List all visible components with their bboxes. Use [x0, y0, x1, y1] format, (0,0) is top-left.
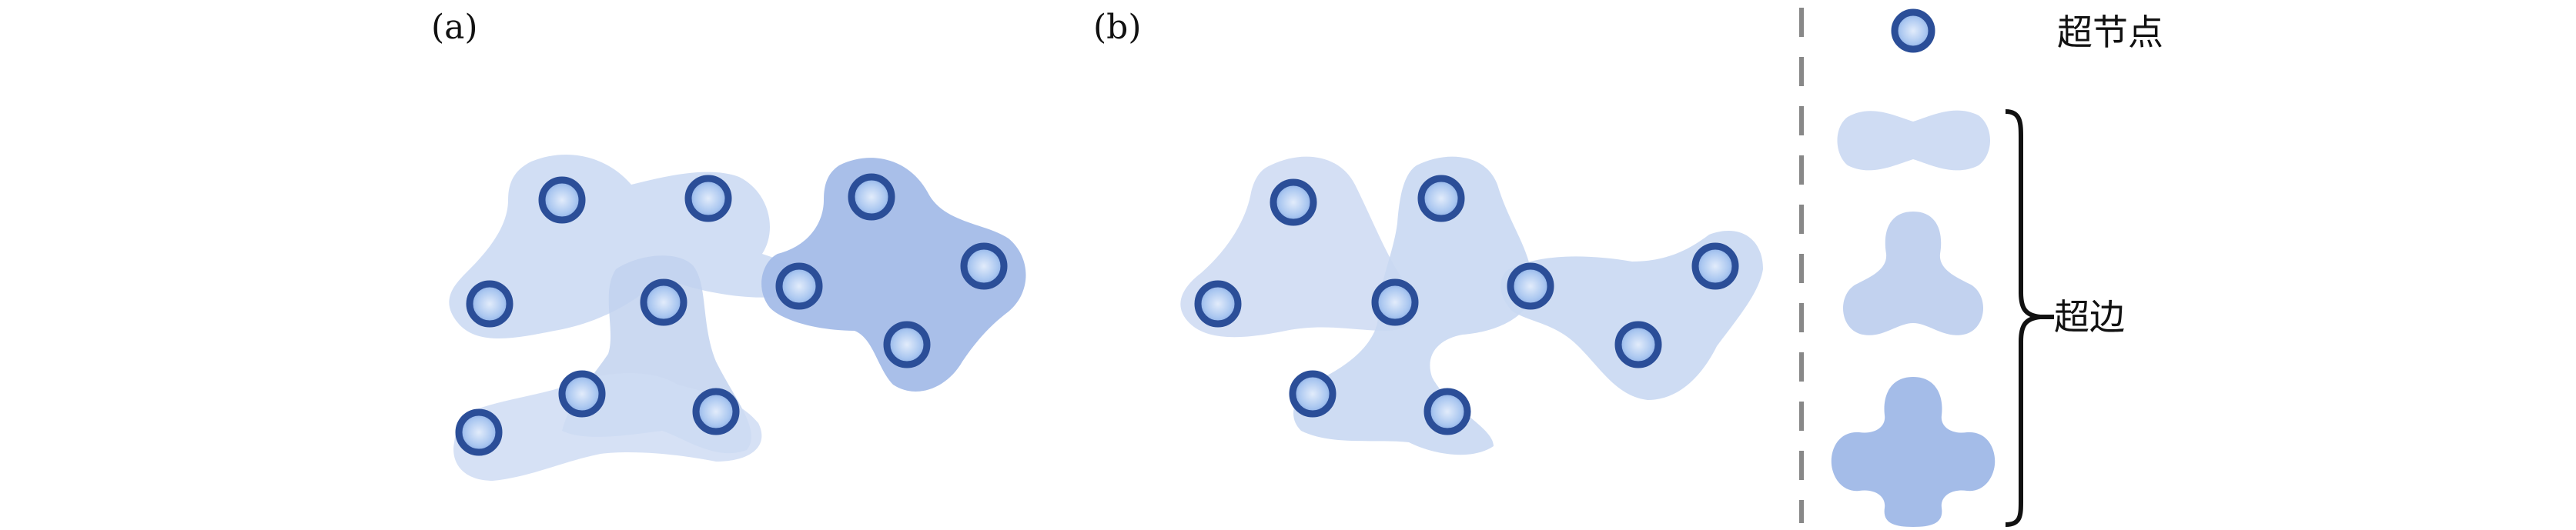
hyperedge [453, 373, 762, 481]
hypernode [775, 262, 823, 310]
hyperedge [1180, 156, 1415, 338]
hypernode [692, 388, 740, 435]
hypernode [1371, 278, 1419, 326]
hypernode [455, 408, 503, 456]
panel-b [1180, 156, 1763, 455]
hyperedge [761, 158, 1026, 392]
legend-hyperedge-shape-4 [1831, 377, 1996, 527]
panel-a [449, 155, 1026, 481]
panel-a-label: (a) [431, 8, 478, 47]
hypernode [558, 370, 606, 418]
hypernode [538, 176, 586, 224]
hypernode [883, 321, 931, 368]
hypernode [466, 280, 514, 328]
hypernode [684, 175, 732, 222]
legend-curly-brace [2005, 109, 2041, 527]
legend-hyperedge-shape-2 [1837, 110, 1990, 171]
hypernode [640, 278, 687, 326]
hypernode [1507, 262, 1554, 310]
legend-hypernode-label: 超节点 [2057, 12, 2163, 53]
hypernode [1194, 280, 1242, 328]
hypernode [1614, 321, 1662, 368]
legend-hyperedge-shape-3 [1842, 212, 1984, 335]
hypernode [1417, 175, 1465, 222]
hypernode [960, 242, 1008, 290]
legend: 超节点 超边 [1799, 8, 2163, 527]
legend-hyperedge-label: 超边 [2054, 296, 2125, 338]
hypernode [1423, 388, 1471, 435]
panel-b-label: (b) [1093, 8, 1142, 47]
hypernode [1691, 242, 1739, 290]
hypernode [1289, 370, 1337, 418]
hypernode [848, 173, 895, 221]
hypernode [1270, 178, 1317, 226]
legend-hypernode-icon [1891, 8, 1935, 53]
